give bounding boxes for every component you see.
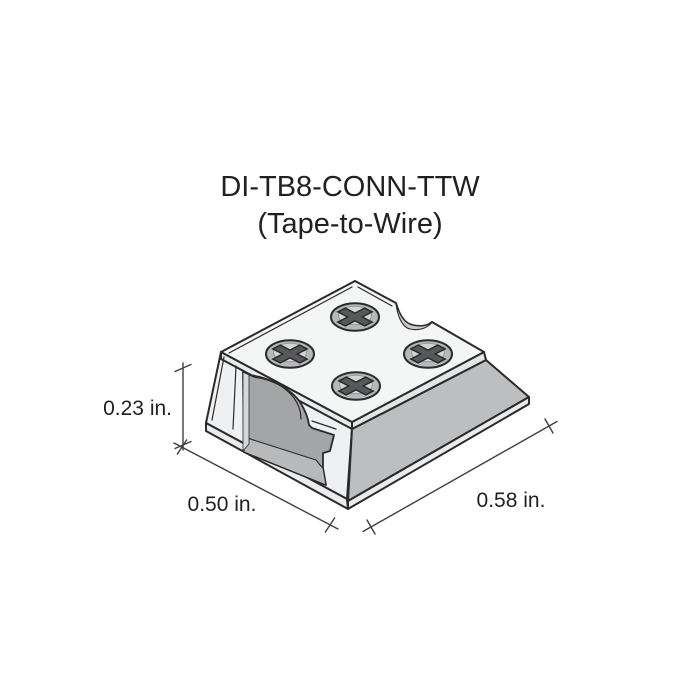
- phillips-screw-icon: [331, 371, 381, 401]
- connector-body: [205, 280, 530, 510]
- title-block: DI-TB8-CONN-TTW (Tape-to-Wire): [220, 171, 480, 240]
- phillips-screw-icon: [403, 339, 453, 369]
- page-subtitle: (Tape-to-Wire): [257, 208, 442, 240]
- screws: [265, 302, 453, 401]
- dimension-width: 0.50 in.: [173, 439, 339, 533]
- dimension-height-label: 0.23 in.: [103, 397, 172, 420]
- channel-left-wall: [242, 371, 250, 453]
- page-title: DI-TB8-CONN-TTW: [220, 171, 480, 203]
- channel-floor: [243, 436, 327, 486]
- dimension-width-label: 0.50 in.: [188, 493, 257, 516]
- dimension-height: 0.23 in.: [103, 362, 192, 451]
- dimension-depth-label: 0.58 in.: [477, 489, 546, 512]
- dimension-annotations: 0.23 in. 0.50 in. 0.58 in.: [103, 362, 558, 535]
- phillips-screw-icon: [330, 302, 380, 332]
- dimension-depth: 0.58 in.: [362, 418, 558, 535]
- base-band-right: [347, 396, 530, 510]
- notch-wall: [395, 302, 433, 331]
- phillips-screw-icon: [265, 339, 315, 369]
- edge-detail-lines: [211, 286, 393, 430]
